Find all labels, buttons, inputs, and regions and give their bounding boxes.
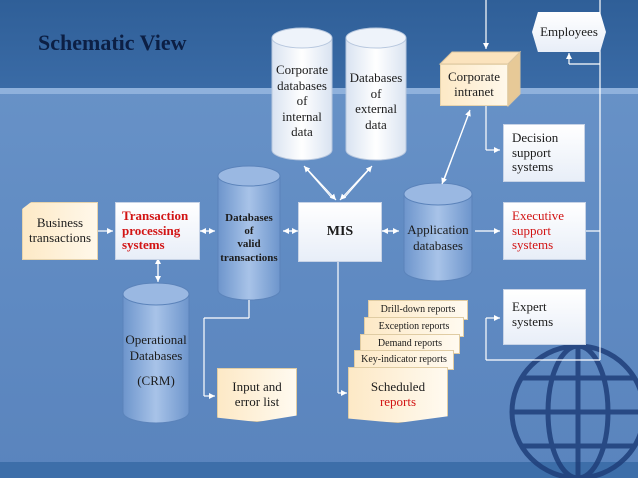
intranet-box-3d xyxy=(438,50,522,108)
input-error-line-2: error list xyxy=(234,394,280,409)
executive-support-box: Executive support systems xyxy=(503,202,586,260)
label-line: Corporate xyxy=(276,62,328,77)
label-line: of xyxy=(296,93,308,109)
label-line: databases xyxy=(413,237,463,253)
label-line: external xyxy=(355,101,397,117)
label-line: Databases xyxy=(349,70,403,85)
tps-line-2: processing xyxy=(122,222,181,238)
footer-band xyxy=(0,462,638,478)
label-line: Databases xyxy=(129,347,183,363)
label-line: of xyxy=(370,85,382,101)
decision-line-2: support xyxy=(512,144,551,160)
valid-db-label: Databases of valid transactions xyxy=(212,212,286,265)
cylinder-external-db xyxy=(345,27,407,161)
business-line-2: transactions xyxy=(28,230,92,245)
expert-line-2: systems xyxy=(512,313,554,329)
label-line: valid xyxy=(237,238,261,251)
executive-line-1: Executive xyxy=(512,207,564,223)
external-db-label: Databases of external data xyxy=(346,70,406,132)
employees-box: Employees xyxy=(532,12,606,52)
globe-watermark xyxy=(509,343,638,478)
page-title: Schematic View xyxy=(38,30,187,55)
label-line: internal xyxy=(282,108,322,124)
executive-line-2: support xyxy=(512,222,551,238)
label-line: Databases xyxy=(225,212,273,224)
cylinder-valid-transactions-db xyxy=(217,165,281,301)
intranet-line-2: intranet xyxy=(454,84,494,99)
label-line: data xyxy=(365,116,387,132)
corporate-internal-db-label: Corporate databases of internal data xyxy=(272,62,332,140)
tps-line-1: Transaction xyxy=(122,207,189,223)
input-error-list-box: Input and error list xyxy=(217,368,297,422)
cylinder-corporate-internal-db xyxy=(271,27,333,161)
decision-line-1: Decision xyxy=(512,129,559,145)
report-label: Demand reports xyxy=(377,338,443,350)
cylinder-operational-db xyxy=(122,282,190,424)
cylinder-application-db xyxy=(403,182,473,282)
scheduled-line-2: reports xyxy=(379,394,417,409)
label-line: Operational xyxy=(125,332,187,347)
label-line xyxy=(118,363,194,373)
corporate-intranet-box: Corporate intranet xyxy=(440,64,508,106)
label-line: transactions xyxy=(220,251,278,264)
executive-line-3: systems xyxy=(512,237,554,253)
employees-label: Employees xyxy=(540,23,598,39)
label-line: data xyxy=(291,124,313,140)
business-transactions-box: Business transactions xyxy=(22,202,98,260)
tps-box: Transaction processing systems xyxy=(115,202,200,260)
tps-line-3: systems xyxy=(122,237,165,253)
report-label: Key-indicator reports xyxy=(361,354,447,366)
scheduled-line-1: Scheduled xyxy=(370,379,426,395)
label-line: databases xyxy=(277,77,327,93)
mis-box: MIS xyxy=(298,202,382,262)
application-db-label: Application databases xyxy=(402,222,474,253)
input-error-line-1: Input and xyxy=(232,379,282,395)
expert-line-1: Expert xyxy=(512,299,547,314)
report-label: Drill-down reports xyxy=(380,304,456,316)
label-line: (CRM) xyxy=(137,373,175,389)
decision-line-3: systems xyxy=(512,159,554,175)
report-label: Exception reports xyxy=(378,321,450,333)
label-line: of xyxy=(244,225,254,238)
mis-label: MIS xyxy=(326,223,354,239)
connectors xyxy=(98,0,601,399)
label-line: Application xyxy=(407,222,469,237)
operational-db-label: Operational Databases (CRM) xyxy=(118,332,194,389)
expert-systems-box: Expert systems xyxy=(503,289,586,345)
business-line-1: Business xyxy=(36,215,84,231)
decision-support-box: Decision support systems xyxy=(503,124,585,182)
intranet-line-1: Corporate xyxy=(448,69,500,85)
scheduled-reports-box: Scheduled reports xyxy=(348,367,448,423)
